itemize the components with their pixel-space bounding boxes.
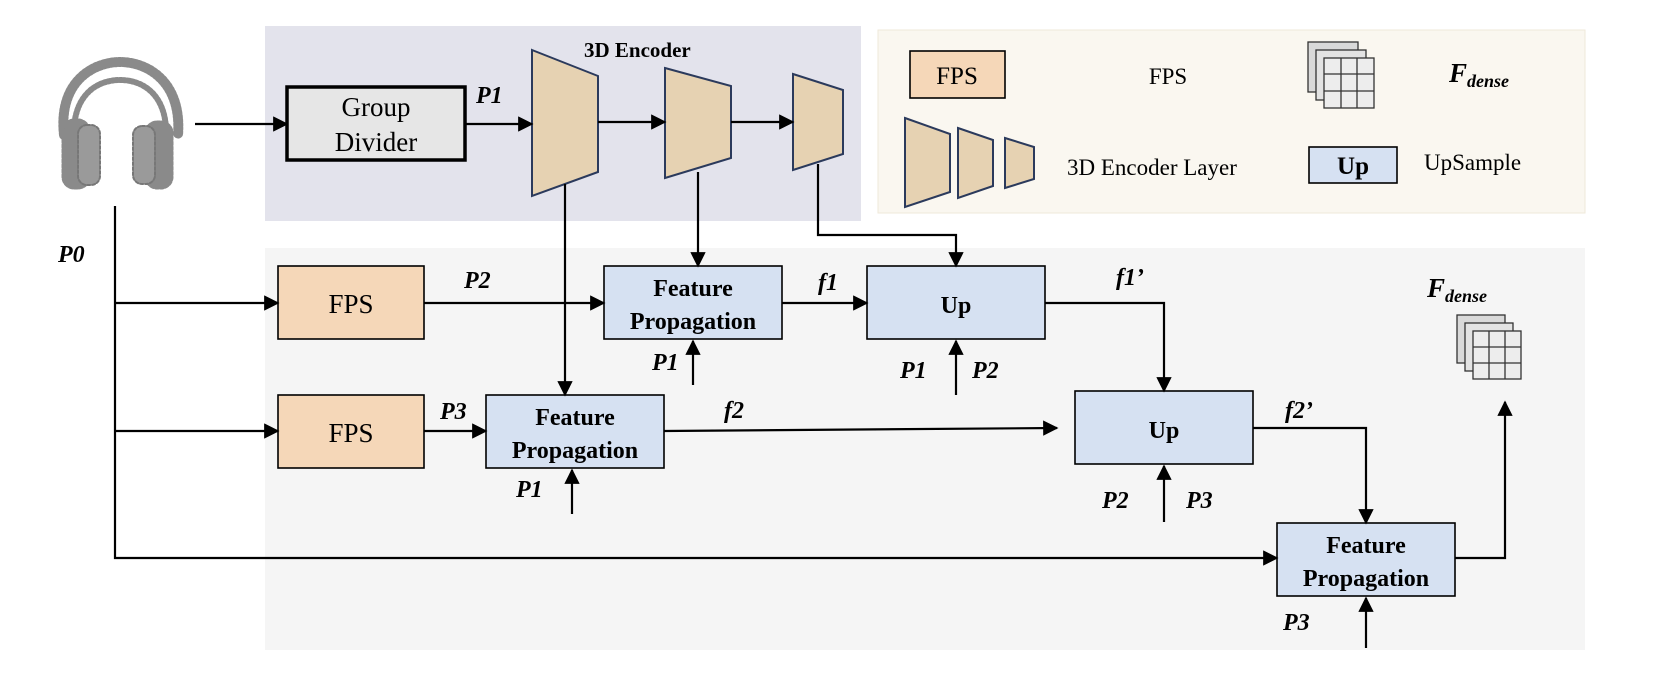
legend-encoder-trapezoid-large	[904, 116, 951, 209]
edge-fp2-to-up2	[663, 420, 1059, 436]
legend-fps-swatch-text: FPS	[936, 63, 978, 90]
output-dense-label: Fdense	[1426, 273, 1487, 306]
group-divider-label-line2: Divider	[335, 127, 417, 157]
edge-p0-trunk	[113, 206, 1279, 566]
edge-up2-to-fp3	[1253, 426, 1374, 525]
feature-propagation-2-line1: Feature	[535, 405, 615, 431]
label-up2-input-b: P3	[1185, 488, 1213, 514]
label-p0: P0	[57, 242, 85, 268]
legend-up-swatch-text: Up	[1337, 153, 1369, 180]
legend-dense-grid-icon	[1307, 41, 1375, 109]
encoder-title: 3D Encoder	[584, 38, 691, 62]
headphone-point-cloud-icon	[58, 56, 184, 190]
label-fp2-input: P1	[515, 477, 543, 503]
label-fp3-input: P3	[1282, 610, 1310, 636]
label-f2-prime: f2’	[1285, 398, 1313, 424]
encoder-layer-1	[531, 48, 599, 198]
legend-encoder-trapezoid-medium	[957, 126, 994, 200]
encoder-layer-3	[792, 72, 844, 172]
dense-feature-grid-icon	[1456, 314, 1522, 380]
legend-up-swatch	[1308, 146, 1398, 184]
fps-box-2-label: FPS	[328, 418, 373, 448]
feature-propagation-3-line2: Propagation	[1303, 566, 1429, 592]
group-divider-box	[285, 85, 467, 162]
legend-up-label: UpSample	[1424, 150, 1521, 175]
fps-box-1	[277, 265, 425, 340]
feature-propagation-1-line2: Propagation	[630, 309, 756, 335]
feature-propagation-box-1	[603, 265, 783, 340]
label-p3-fps: P3	[439, 399, 467, 425]
edge-up1-to-up2	[1045, 301, 1172, 393]
label-f1-prime: f1’	[1116, 265, 1144, 291]
edge-enc3-to-up1	[816, 164, 964, 268]
legend-encoder-trapezoid-small	[1004, 136, 1035, 190]
label-p2-fps: P2	[463, 268, 491, 294]
edge-fp3-to-output	[1455, 400, 1513, 560]
legend-fps-swatch	[909, 50, 1006, 99]
encoder-layer-2	[664, 66, 732, 180]
feature-propagation-box-2	[485, 394, 665, 469]
legend-fps-label: FPS	[1149, 64, 1187, 89]
label-up1-input-b: P2	[971, 358, 999, 384]
label-fp1-input: P1	[651, 350, 679, 376]
fps-box-2	[277, 394, 425, 469]
legend-encoder-label: 3D Encoder Layer	[1067, 155, 1237, 180]
label-f1: f1	[818, 270, 838, 296]
fps-box-1-label: FPS	[328, 289, 373, 319]
feature-propagation-2-line2: Propagation	[512, 438, 638, 464]
legend-dense-label: Fdense	[1448, 58, 1509, 91]
label-p1-top: P1	[475, 83, 503, 109]
feature-propagation-3-line1: Feature	[1326, 533, 1406, 559]
label-up1-input-a: P1	[899, 358, 927, 384]
feature-propagation-1-line1: Feature	[653, 276, 733, 302]
label-f2: f2	[724, 398, 744, 424]
group-divider-label-line1: Group	[342, 92, 411, 122]
upsample-box-2-label: Up	[1149, 418, 1180, 444]
feature-propagation-box-3	[1276, 522, 1456, 597]
upsample-box-1-label: Up	[941, 293, 972, 319]
label-up2-input-a: P2	[1101, 488, 1129, 514]
